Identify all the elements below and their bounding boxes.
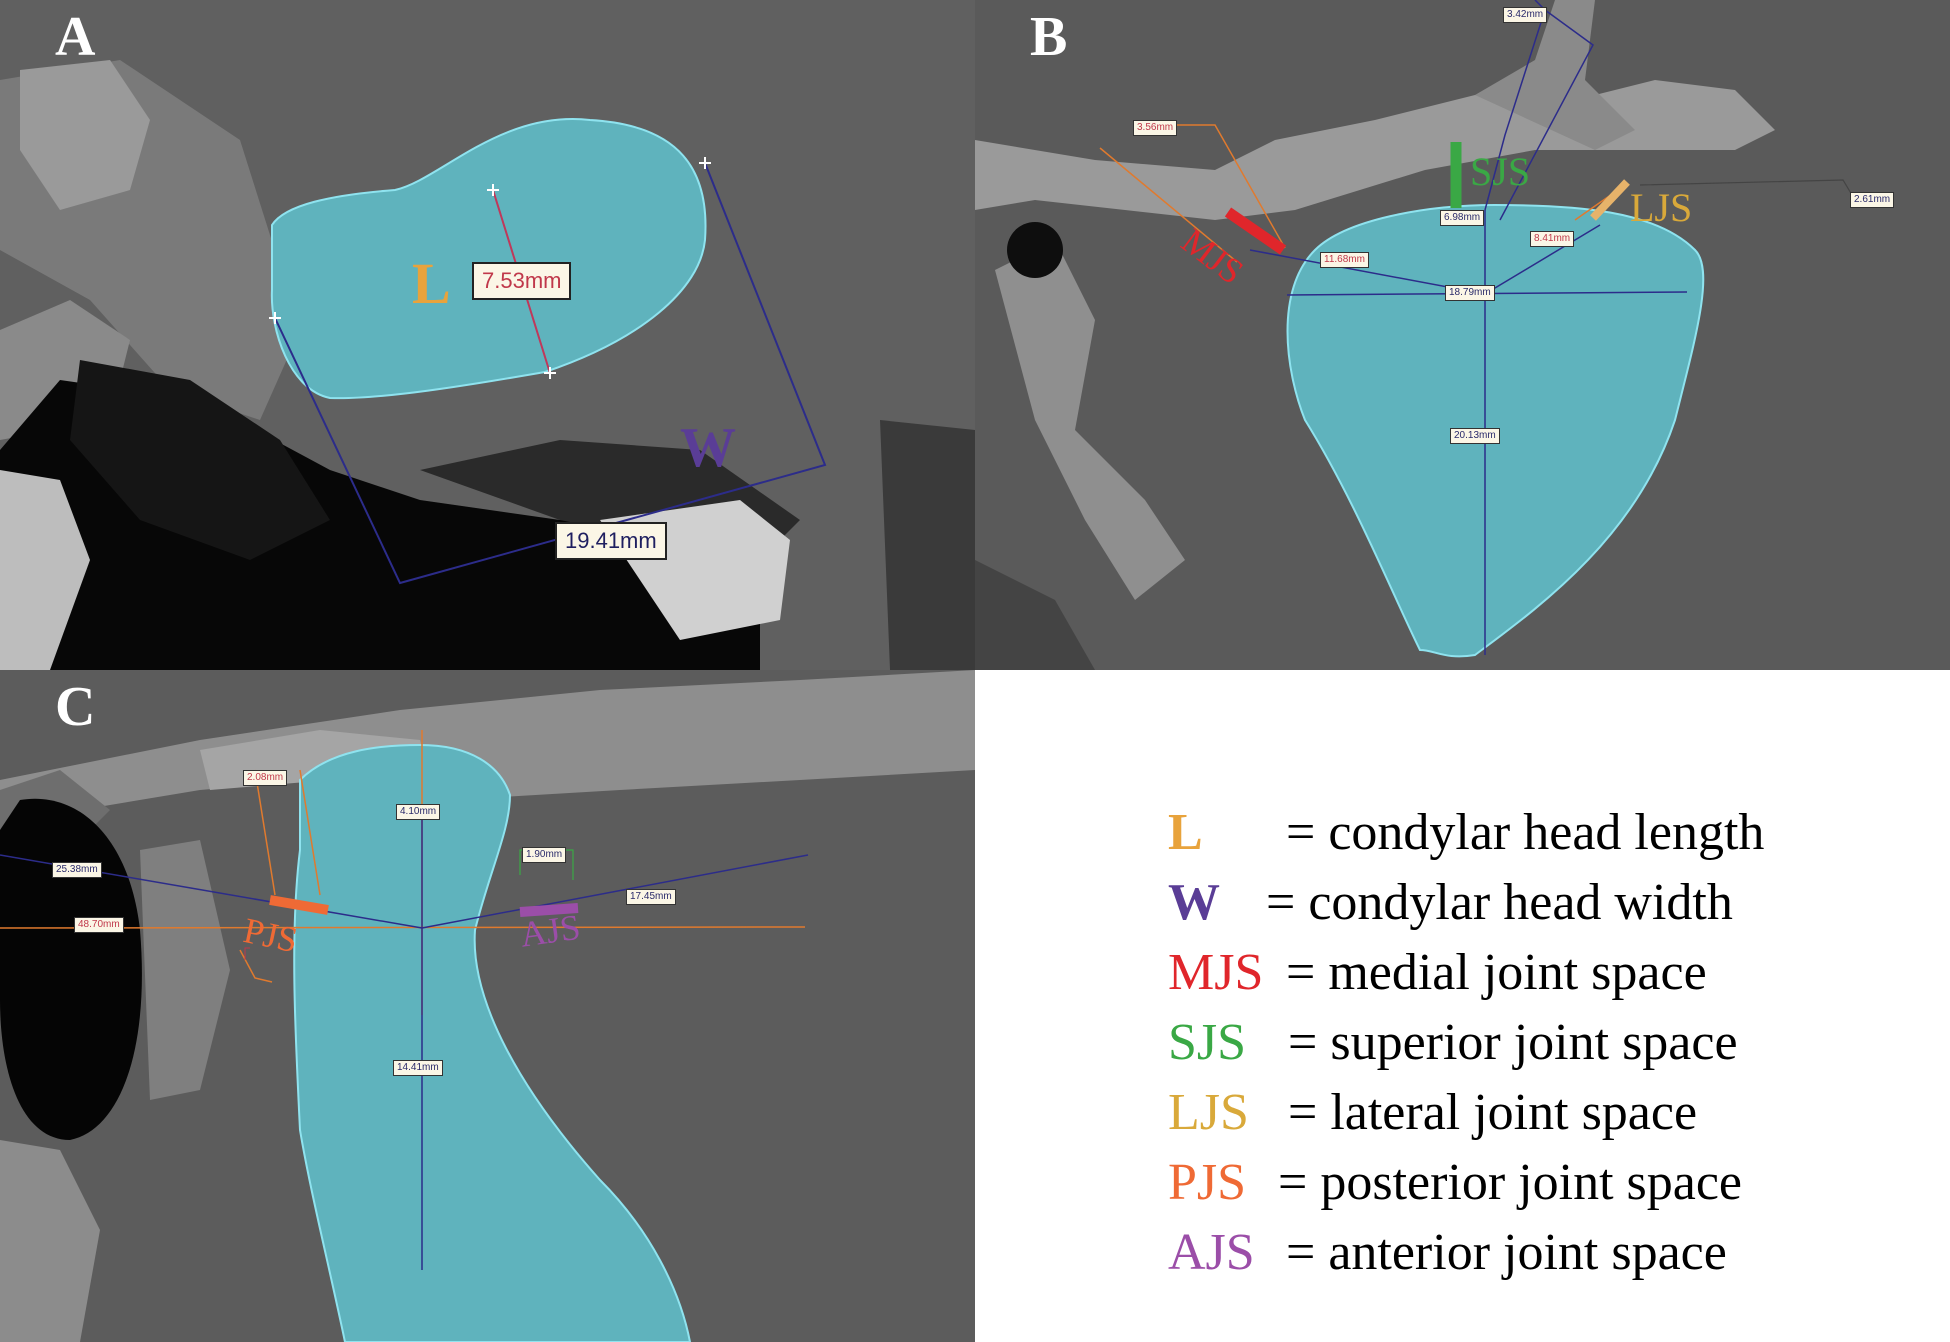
legend-abbr: W (1168, 874, 1220, 931)
legend-row: PJS = posterior joint space (1168, 1148, 1938, 1218)
legend-abbr: PJS (1168, 1154, 1247, 1211)
length-measurement: 7.53mm (472, 262, 572, 300)
panel-a: A L W 7.53mm 19.41mm (0, 0, 975, 670)
legend-row: AJS = anterior joint space (1168, 1218, 1938, 1288)
measure-superior: 4.10mm (396, 804, 441, 820)
measure-medial-line: 11.68mm (1320, 252, 1369, 268)
panel-c-letter: C (55, 676, 96, 738)
legend-abbr: MJS (1168, 944, 1264, 1001)
legend-desc: = condylar head length (1286, 804, 1765, 861)
width-label: W (680, 417, 736, 479)
width-measurement: 19.41mm (555, 522, 667, 560)
panel-b-image (975, 0, 1950, 670)
panel-c-image (0, 670, 975, 1342)
legend-desc: = lateral joint space (1288, 1084, 1698, 1141)
measure-height: 20.13mm (1450, 428, 1500, 444)
measure-lateral-line: 8.41mm (1530, 231, 1575, 247)
measure-top: 3.42mm (1503, 7, 1548, 23)
legend-row: SJS = superior joint space (1168, 1008, 1938, 1078)
panel-a-image (0, 0, 975, 670)
measure-horizontal: 48.70mm (74, 917, 124, 933)
ajs-label: AJS (517, 906, 583, 955)
measure-anterior-long: 17.45mm (626, 889, 676, 905)
length-label: L (412, 251, 451, 316)
legend-row: L = condylar head length (1168, 798, 1938, 868)
measure-anterior: 1.90mm (522, 847, 567, 863)
measure-superior: 6.98mm (1440, 210, 1485, 226)
legend-desc: = superior joint space (1288, 1014, 1738, 1071)
legend-desc: = posterior joint space (1278, 1154, 1742, 1211)
legend-row: LJS = lateral joint space (1168, 1078, 1938, 1148)
measure-height: 14.41mm (393, 1060, 443, 1076)
ljs-label: LJS (1630, 185, 1693, 230)
measure-lateral: 2.61mm (1850, 192, 1895, 208)
legend-desc: = condylar head width (1266, 874, 1733, 931)
legend-abbr: SJS (1168, 1014, 1247, 1071)
measure-posterior-long: 25.38mm (52, 862, 102, 878)
panel-b-letter: B (1030, 6, 1068, 68)
measure-posterior: 2.08mm (243, 770, 288, 786)
legend-abbr: AJS (1168, 1224, 1255, 1281)
panel-a-letter: A (55, 6, 96, 68)
measure-mediolateral: 18.79mm (1445, 285, 1495, 301)
legend-row: MJS = medial joint space (1168, 938, 1938, 1008)
legend-desc: = anterior joint space (1286, 1224, 1727, 1281)
measure-medial: 3.56mm (1133, 120, 1178, 136)
legend-row: W = condylar head width (1168, 868, 1938, 938)
legend-desc: = medial joint space (1286, 944, 1707, 1001)
panel-c: C PJS AJS 2.08mm 4.10mm 1.90mm 25.38mm 4… (0, 670, 975, 1342)
legend-abbr: LJS (1168, 1084, 1249, 1141)
panel-b: B MJS SJS LJS 3.42mm 3.56mm 2.61mm 6.98m… (975, 0, 1950, 670)
sjs-label: SJS (1470, 149, 1531, 194)
legend-abbr: L (1168, 804, 1203, 861)
